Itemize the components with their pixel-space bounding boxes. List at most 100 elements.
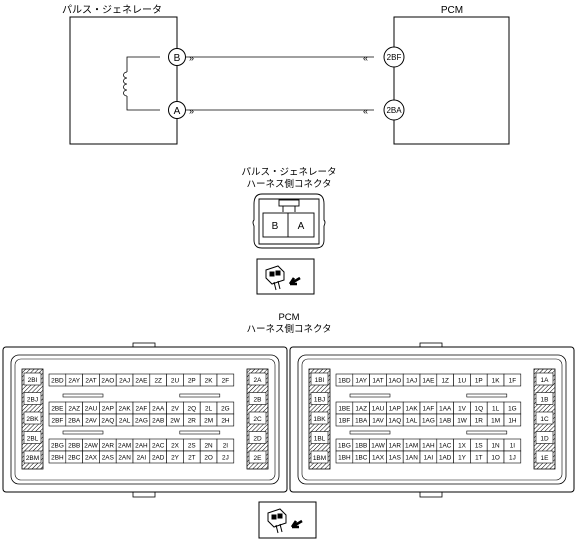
pin-label: 2J (222, 455, 229, 462)
pin-label: 2AF (136, 406, 148, 413)
pin-label: 2Y (171, 455, 180, 462)
pin-label: 1Y (458, 455, 467, 462)
pin-label: 2AI (137, 455, 147, 462)
pin-label: 2AJ (119, 378, 130, 385)
pin-label: 1M (491, 418, 500, 425)
pin-label: 2AX (85, 455, 98, 462)
side-pin-label: 2BK (26, 416, 39, 423)
pin-label: 1O (491, 455, 500, 462)
terminal-a: A (168, 101, 186, 119)
pin-label: 1AP (389, 406, 401, 413)
pin-label: 1BG (338, 443, 351, 450)
side-pin-label: 2BI (28, 377, 38, 384)
side-pin-label: 1BL (314, 436, 326, 443)
pin-label: 1F (509, 378, 517, 385)
pin-label: 1AH (422, 443, 435, 450)
pcm-box (393, 16, 510, 145)
pin-label: 1U (458, 378, 467, 385)
pin-label: 2BC (68, 455, 81, 462)
pin-label: 1AS (389, 455, 401, 462)
pin-label: 2AG (135, 418, 148, 425)
pin-label: 1AF (423, 406, 435, 413)
pin-label: 2AS (102, 455, 114, 462)
pin-label: 1Z (441, 378, 449, 385)
pin-label: 1AT (372, 378, 383, 385)
pin-label: 1H (508, 418, 517, 425)
pin-label: 1AC (439, 443, 452, 450)
pin-label: 1BA (355, 418, 368, 425)
pin-label: 2AN (118, 455, 131, 462)
pin-label: 2BG (51, 443, 64, 450)
pin-label: 2AB (152, 418, 164, 425)
pin-label: 1Q (475, 406, 484, 413)
pin-label: 2BH (51, 455, 64, 462)
pin-label: 1AQ (388, 418, 401, 425)
pin-label: 1BH (338, 455, 351, 462)
pin-label: 2R (188, 418, 197, 425)
pin-label: 1AY (355, 378, 367, 385)
pin-label: 2AO (101, 378, 114, 385)
pin-label: 1I (510, 443, 516, 450)
pg-pin-a: A (298, 221, 305, 232)
pin-label: 1S (475, 443, 483, 450)
pin-label: 2G (221, 406, 230, 413)
pin-label: 1T (475, 455, 483, 462)
side-pin-label: 1BK (313, 416, 326, 423)
terminal-2ba: 2BA (383, 99, 405, 121)
side-pin-label: 2BL (27, 436, 39, 443)
pcm-title: PCM (441, 5, 463, 16)
pin-label: 1AI (424, 455, 434, 462)
pin-label: 2AP (102, 406, 114, 413)
side-pin-label: 2C (253, 416, 262, 423)
pin-label: 1P (475, 378, 483, 385)
side-pin-label: 1BM (313, 455, 326, 462)
side-pin-label: 2A (254, 377, 263, 384)
pin-label: 1AM (405, 443, 418, 450)
side-pin-label: 1E (541, 455, 550, 462)
pin-label: 1AB (439, 418, 451, 425)
pin-label: 2Q (188, 406, 197, 413)
svg-text:»: » (189, 53, 194, 63)
pin-label: 1BB (355, 443, 367, 450)
side-pin-label: 2B (254, 397, 262, 404)
pin-label: 2T (188, 455, 196, 462)
pin-label: 2K (205, 378, 214, 385)
pin-label: 2X (171, 443, 180, 450)
pin-label: 2AM (118, 443, 131, 450)
side-pin-label: 1C (540, 416, 549, 423)
pin-label: 1AE (422, 378, 434, 385)
pin-label: 2P (188, 378, 196, 385)
pin-label: 2BD (51, 378, 64, 385)
pin-label: 2AA (152, 406, 165, 413)
pin-label: 1BE (338, 406, 350, 413)
pin-label: 1N (492, 443, 501, 450)
pin-label: 2AK (119, 406, 132, 413)
pin-label: 2W (170, 418, 181, 425)
pin-label: 2AR (102, 443, 115, 450)
harness-wires (186, 56, 374, 111)
pin-label: 2AQ (101, 418, 114, 425)
pin-label: 2I (223, 443, 229, 450)
pin-label: 1AR (389, 443, 402, 450)
pin-label: 2AT (85, 378, 96, 385)
side-pin-label: 2D (253, 436, 262, 443)
pin-label: 2AL (119, 418, 131, 425)
connector-view-icon-bottom (258, 501, 317, 539)
svg-text:B: B (174, 53, 181, 64)
pg-connector-title-1: パルス・ジェネレータ (241, 167, 336, 178)
pin-label: 1G (508, 406, 517, 413)
pin-label: 2BE (51, 406, 63, 413)
pin-label: 2BF (52, 418, 64, 425)
pin-label: 1X (458, 443, 467, 450)
pin-label: 1AG (422, 418, 435, 425)
pin-label: 2S (188, 443, 196, 450)
